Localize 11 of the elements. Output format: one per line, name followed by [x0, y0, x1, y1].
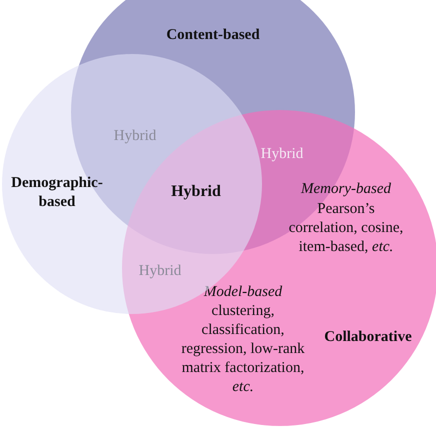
- category-label: Model-based: [202, 283, 284, 302]
- overlap-label: Hybrid: [170, 183, 222, 201]
- circle-title: Demographic-based: [10, 174, 104, 212]
- overlap-label: Hybrid: [138, 263, 182, 280]
- overlap-label: Hybrid: [260, 146, 304, 163]
- method-description: clustering, classification, regression, low-rank matrix factorization, etc.: [180, 302, 306, 397]
- method-description: Pearson’s correlation, cosine, item-based, etc.: [288, 200, 404, 257]
- overlap-label: Hybrid: [112, 128, 158, 145]
- circle-title: Collaborative: [323, 328, 413, 347]
- category-label: Memory-based: [300, 180, 392, 199]
- circle-title: Content-based: [165, 26, 261, 45]
